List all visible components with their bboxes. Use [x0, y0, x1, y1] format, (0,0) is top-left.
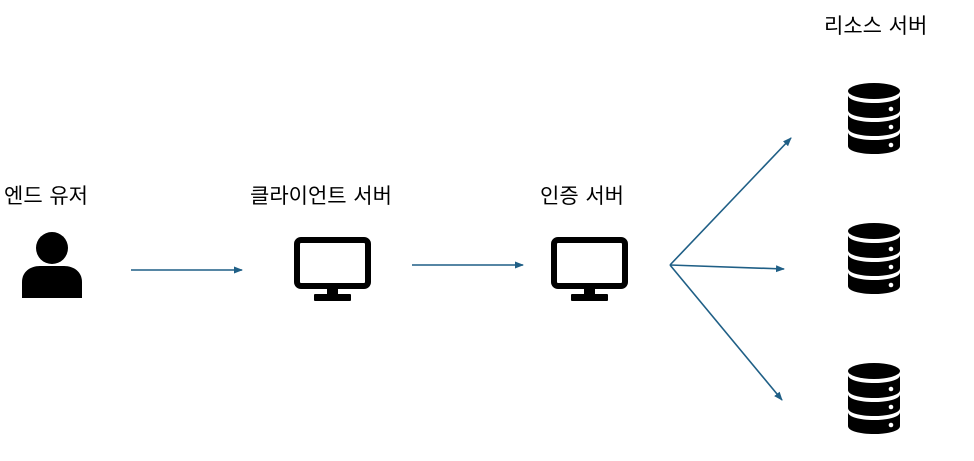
database-icon [848, 83, 900, 154]
arrow-auth-to-resource-1 [669, 137, 792, 266]
end-user-label: 엔드 유저 [4, 184, 88, 208]
arrow-auth-to-resource-3 [669, 264, 783, 401]
monitor-icon [551, 237, 628, 301]
database-icon [848, 223, 900, 294]
arrow-auth-to-resource-2 [669, 264, 785, 273]
auth-server-label: 인증 서버 [540, 184, 624, 208]
client-server-label: 클라이언트 서버 [250, 184, 392, 208]
monitor-icon [294, 237, 371, 301]
database-icon [848, 363, 900, 434]
person-icon [22, 232, 82, 298]
resource-server-label: 리소스 서버 [824, 14, 928, 38]
